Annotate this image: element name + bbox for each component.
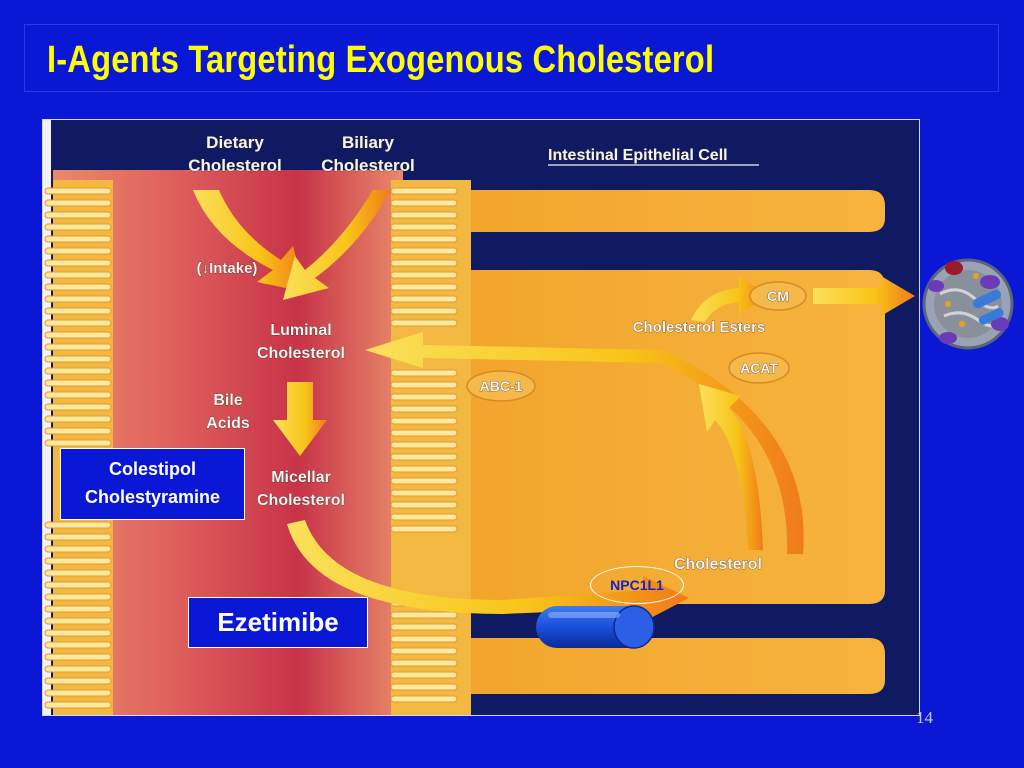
micellar-label-2: Cholesterol: [257, 492, 345, 509]
slide-title: I-Agents Targeting Exogenous Cholesterol: [47, 39, 715, 81]
abc1-efflux-arrow: [365, 332, 804, 554]
cholestyramine-label: Cholestyramine: [84, 487, 221, 507]
microvilli-left: [44, 187, 112, 709]
luminal-label-1: Luminal: [270, 322, 331, 339]
abc1-oval: [466, 370, 536, 402]
absorption-arrow: [287, 520, 689, 622]
cell-top-band: [468, 190, 885, 232]
micellar-label-1: Micellar: [271, 469, 331, 486]
dietary-arrow: [193, 190, 305, 292]
cm-label: CM: [767, 288, 789, 304]
cell-bottom-band: [468, 638, 885, 694]
biliary-arrow: [283, 190, 391, 300]
cholesterol-label: Cholesterol: [674, 556, 762, 573]
luminal-label-2: Cholesterol: [257, 345, 345, 362]
microvilli-right: [390, 187, 458, 703]
colestipol-label: Colestipol: [108, 459, 196, 479]
bile-acid-sequestrants-box: Colestipol Cholestyramine: [60, 448, 245, 520]
abc1-label: ABC-1: [480, 378, 523, 394]
bile-label-1: Bile: [213, 392, 242, 409]
biliary-label-2: Cholesterol: [321, 156, 415, 175]
biliary-label-1: Biliary: [342, 133, 395, 152]
npc1l1-transporter-icon: [536, 605, 655, 649]
page-number: 14: [916, 708, 933, 727]
left-cell-column: [53, 180, 113, 715]
acat-label: ACAT: [740, 360, 778, 376]
luminal-to-micellar-arrow: [273, 382, 327, 456]
acat-esterification-arrow: [699, 384, 763, 550]
diagram-illustration: Dietary Cholesterol Biliary Cholesterol …: [44, 120, 919, 715]
intake-label: (↓Intake): [197, 260, 258, 277]
npc1l1-label: NPC1L1: [590, 566, 684, 604]
chylomicron-particle-icon: [922, 258, 1014, 350]
pathway-arrows: [193, 190, 915, 622]
title-box: I-Agents Targeting Exogenous Cholesterol: [24, 24, 999, 92]
cm-oval: [749, 281, 807, 311]
bile-label-2: Acids: [206, 415, 250, 432]
intestine-diagram: Dietary Cholesterol Biliary Cholesterol …: [42, 119, 920, 716]
cm-assembly-arrow: [691, 276, 769, 322]
cholesterol-esters-label: Cholesterol Esters: [633, 319, 766, 336]
dietary-label-1: Dietary: [206, 133, 264, 152]
acat-oval: [728, 352, 790, 384]
cm-secretion-arrow: [813, 276, 915, 316]
dietary-label-2: Cholesterol: [188, 156, 282, 175]
ezetimibe-box: Ezetimibe: [188, 597, 368, 648]
cell-label: Intestinal Epithelial Cell: [548, 147, 728, 164]
